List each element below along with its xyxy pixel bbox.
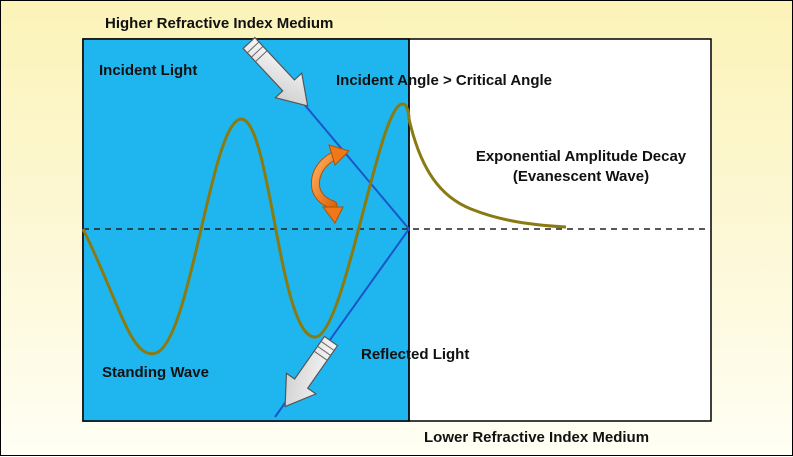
- incident-arrow-icon: [242, 36, 309, 107]
- reflected-light-label: Reflected Light: [361, 346, 470, 363]
- incident-light-label: Incident Light: [99, 62, 198, 79]
- high-index-region: [82, 38, 410, 422]
- evanescent-decay-curve: [407, 118, 567, 229]
- reflected-arrow-icon: [284, 335, 339, 408]
- decay-label-line2: (Evanescent Wave): [512, 168, 650, 185]
- standing-wave-curve: [81, 102, 411, 356]
- angle-condition-label: Incident Angle > Critical Angle: [336, 72, 553, 89]
- decay-label-line1: Exponential Amplitude Decay: [475, 148, 687, 165]
- standing-wave-label: Standing Wave: [102, 364, 209, 381]
- higher-medium-label: Higher Refractive Index Medium: [105, 15, 334, 32]
- lower-medium-label: Lower Refractive Index Medium: [424, 429, 650, 446]
- angle-rotation-arrow-icon: [310, 144, 350, 224]
